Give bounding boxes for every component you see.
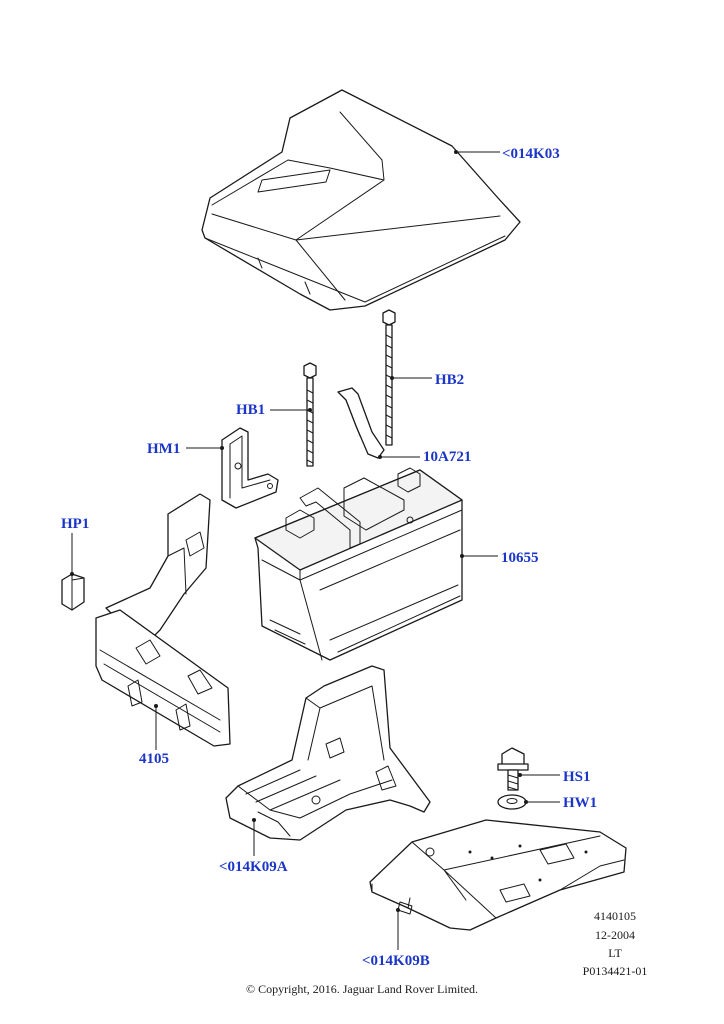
washer <box>497 794 527 810</box>
long-bolt <box>382 309 396 446</box>
callout-plug[interactable]: HP1 <box>61 516 90 532</box>
illustration-number: P0134421-01 <box>582 964 648 978</box>
copyright-notice: © Copyright, 2016. Jaguar Land Rover Lim… <box>245 982 479 996</box>
callout-upper-tray[interactable]: <014K09A <box>219 859 288 875</box>
callout-clamp-bracket[interactable]: HM1 <box>147 441 181 457</box>
clamp-bracket <box>221 427 279 509</box>
reference-number: 4140105 <box>594 909 636 923</box>
callout-long-bolt[interactable]: HB2 <box>435 372 465 388</box>
callout-battery[interactable]: 10655 <box>501 550 539 566</box>
callout-lower-tray[interactable]: <014K09B <box>362 953 430 969</box>
hold-down-bracket <box>337 387 385 459</box>
callout-washer[interactable]: HW1 <box>563 795 598 811</box>
battery <box>254 467 463 661</box>
callout-shield[interactable]: 4105 <box>139 751 169 767</box>
leader-lines <box>70 150 560 950</box>
reference-date: 12-2004 <box>595 928 635 942</box>
callout-cover[interactable]: <014K03 <box>502 146 560 162</box>
lower-battery-tray <box>369 819 627 931</box>
callout-short-bolt[interactable]: HB1 <box>236 402 266 418</box>
reference-code: LT <box>608 946 622 960</box>
battery-cover <box>201 89 521 311</box>
flange-screw <box>497 747 529 791</box>
plug <box>61 573 85 611</box>
callout-bracket[interactable]: 10A721 <box>423 449 472 465</box>
short-bolt <box>303 362 317 467</box>
upper-battery-tray <box>225 665 431 841</box>
side-shield <box>95 493 231 747</box>
callout-screw[interactable]: HS1 <box>563 769 591 785</box>
